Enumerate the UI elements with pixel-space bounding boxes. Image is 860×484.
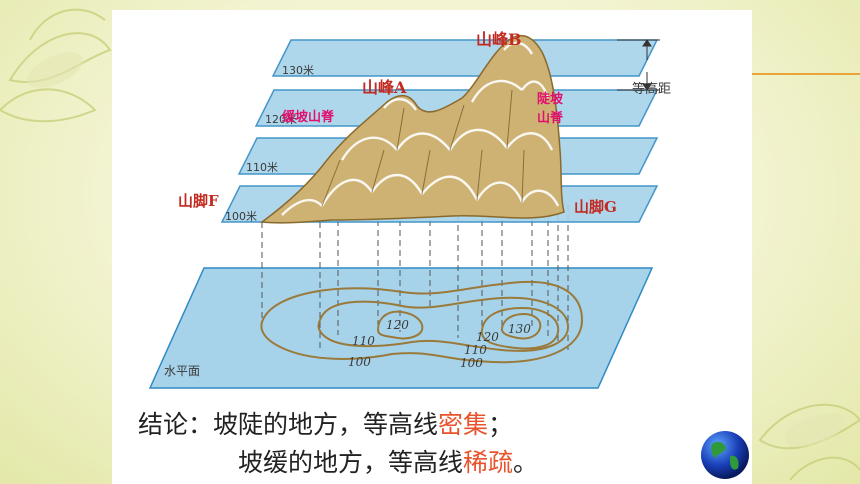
contour-label-110-left: 110	[352, 334, 375, 348]
conclusion-highlight-sparse: 稀疏	[463, 448, 513, 477]
foot-g-label: 山脚G	[574, 196, 617, 217]
foot-f-label: 山脚F	[178, 190, 219, 211]
plane-110-label: 110米	[246, 159, 278, 175]
conclusion-text: 结论：坡陡的地方，等高线密集； 坡缓的地方，等高线稀疏。	[138, 406, 538, 482]
conclusion-line2-suffix: 。	[513, 448, 538, 477]
contour-label-100-left: 100	[348, 355, 371, 369]
conclusion-line-1: 结论：坡陡的地方，等高线密集；	[138, 406, 538, 444]
horizontal-plane-label: 水平面	[164, 362, 200, 379]
contour-interval-label: 等高距	[632, 78, 671, 97]
contour-label-120-right: 120	[476, 330, 499, 344]
peak-a-label: 山峰A	[362, 74, 406, 98]
steep-ridge-line2: 山脊	[537, 109, 563, 128]
globe-icon	[700, 430, 750, 480]
conclusion-line1-suffix: ；	[488, 410, 513, 439]
plane-130	[273, 40, 657, 76]
plane-130-label: 130米	[282, 62, 314, 78]
contour-label-130: 130	[508, 322, 531, 336]
decorative-orange-line	[752, 73, 860, 75]
conclusion-line-2: 坡缓的地方，等高线稀疏。	[138, 444, 538, 482]
contour-label-100-right: 100	[460, 356, 483, 370]
steep-ridge-label: 陡坡 山脊	[537, 90, 563, 128]
contour-label-110-right: 110	[464, 343, 487, 357]
contour-label-120-left: 120	[386, 318, 409, 332]
conclusion-line2-prefix: 坡缓的地方，等高线	[238, 448, 463, 477]
peak-b-label: 山峰B	[476, 26, 522, 50]
gentle-ridge-label: 缓坡山脊	[282, 108, 334, 127]
plane-100-label: 100米	[225, 208, 257, 224]
conclusion-line1-prefix: 结论：坡陡的地方，等高线	[138, 410, 438, 439]
steep-ridge-line1: 陡坡	[537, 90, 563, 109]
conclusion-highlight-dense: 密集	[438, 410, 488, 439]
diagram-card: 130米 120米 110米 100米 山峰B 山峰A 山脚F 山脚G 缓坡山脊…	[112, 10, 752, 484]
